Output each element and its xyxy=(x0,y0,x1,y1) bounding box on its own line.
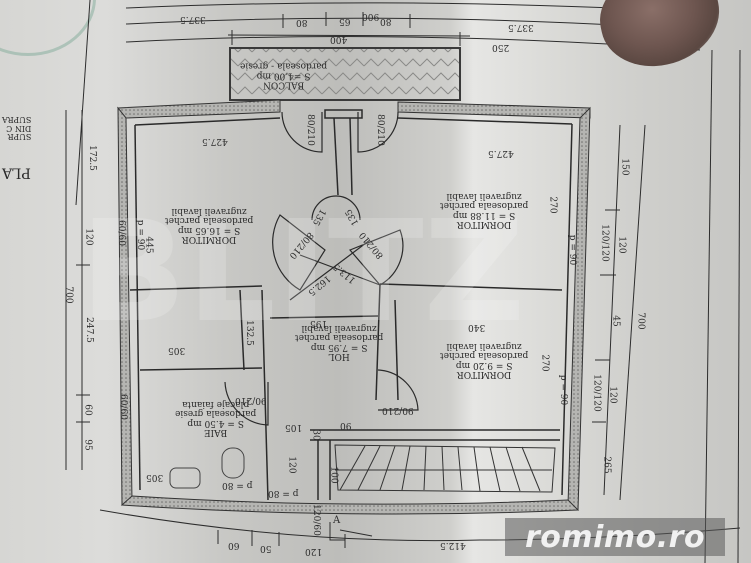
dim-room-270b: 270 xyxy=(539,354,550,372)
dim-left-total: 700 xyxy=(63,286,74,304)
dim-left-60: 60 xyxy=(82,404,93,416)
dim-top-left: 337.5 xyxy=(180,14,206,24)
dim-top-80b: 80 xyxy=(380,16,392,26)
dim-right-120b: 120 xyxy=(607,386,618,404)
dim-bottom-120: 120 xyxy=(305,546,323,556)
dim-bottom-50: 50 xyxy=(260,543,272,553)
dim-hall-132: 132.5 xyxy=(243,320,254,346)
bathroom-fixtures xyxy=(169,447,245,489)
window-label-1: p = 90 xyxy=(135,219,146,251)
watermark-text: romimo.ro xyxy=(524,519,706,555)
room-label-hall: HOL S = 7.95 mp pardoseala parchet zugra… xyxy=(295,322,384,361)
dim-left-120: 120 xyxy=(83,228,94,246)
dim-right-total: 700 xyxy=(635,312,646,330)
romimo-watermark: romimo.ro xyxy=(505,518,725,556)
door-label-2: 80/210 xyxy=(374,114,385,146)
plan-title-partial: PLA xyxy=(2,164,31,181)
dim-left-172: 172.5 xyxy=(86,145,97,171)
dim-stair-100: 100 xyxy=(328,466,339,484)
background-watermark: BLITZ xyxy=(80,210,525,330)
interior-walls xyxy=(129,109,573,501)
dim-bath-305: 305 xyxy=(146,472,164,482)
door-label-bedroom-3: 90/210 xyxy=(382,405,414,415)
door-label-1: 80/210 xyxy=(304,114,315,146)
dim-top-65: 65 xyxy=(339,16,351,26)
window-size-1: 120/120 xyxy=(599,224,610,262)
dim-wall-left: 427.5 xyxy=(202,136,228,146)
dim-top-250: 250 xyxy=(492,42,510,52)
dim-room-340: 340 xyxy=(468,322,486,332)
dim-hall-105: 105 xyxy=(285,422,303,432)
window-size-2: 120/120 xyxy=(591,374,602,412)
outer-walls xyxy=(116,99,591,515)
dim-bottom-412: 412.5 xyxy=(440,540,466,550)
section-marker: A xyxy=(333,515,341,526)
dim-top-80a: 80 xyxy=(296,17,308,27)
staircase xyxy=(334,444,556,493)
dim-left-247: 247.5 xyxy=(83,317,94,343)
svg-text:BLITZ: BLITZ xyxy=(80,210,525,330)
window-size-5: 120/60 xyxy=(310,504,321,536)
dim-hall-305: 305 xyxy=(168,345,186,355)
dim-right-150: 150 xyxy=(619,158,630,176)
window-label-3: p = 80 xyxy=(222,480,253,490)
dim-top-right: 337.5 xyxy=(508,22,534,32)
window-label-2: p = 90 xyxy=(567,234,578,266)
dim-hall-120: 120 xyxy=(286,456,297,474)
dim-hall-90: 90 xyxy=(340,420,352,430)
room-label-bedroom-1: DORMITOR S = 16.65 mp pardoseala parchet… xyxy=(165,205,254,244)
room-label-bedroom-3: DORMITOR S = 9.20 mp pardoseala parchet … xyxy=(440,340,529,379)
balcony xyxy=(229,47,461,101)
dim-balcony-width: 400 xyxy=(330,34,348,44)
dim-right-120a: 120 xyxy=(616,236,627,254)
side-dimension-lines xyxy=(65,0,741,563)
dim-bottom-60: 60 xyxy=(228,540,240,550)
dim-hall-30: 30 xyxy=(310,429,321,441)
dim-right-265: 265 xyxy=(601,456,612,474)
door-swings xyxy=(224,111,419,426)
room-label-balcony: BALCON S =4.00 mp pardoseala - gresie xyxy=(240,60,328,90)
plan-side-notes: SUPR DIN C SUPRA xyxy=(2,115,32,142)
dim-wall-right: 427.5 xyxy=(488,148,514,158)
dim-right-45: 45 xyxy=(610,315,621,327)
window-size-3: 60/60 xyxy=(115,220,126,246)
dim-top-total: 900 xyxy=(362,11,380,21)
dim-left-95: 95 xyxy=(82,439,93,451)
dim-room-270a: 270 xyxy=(547,196,558,214)
window-label-5: p = 90 xyxy=(558,374,569,406)
room-label-bedroom-2: DORMITOR S = 11.88 mp pardoseala parchet… xyxy=(440,190,529,229)
window-label-4: p = 80 xyxy=(268,488,299,498)
door-label-bath: 90/210 xyxy=(235,395,267,405)
dim-hall-195: 195 xyxy=(310,318,328,328)
window-size-4: 60/60 xyxy=(117,394,128,420)
